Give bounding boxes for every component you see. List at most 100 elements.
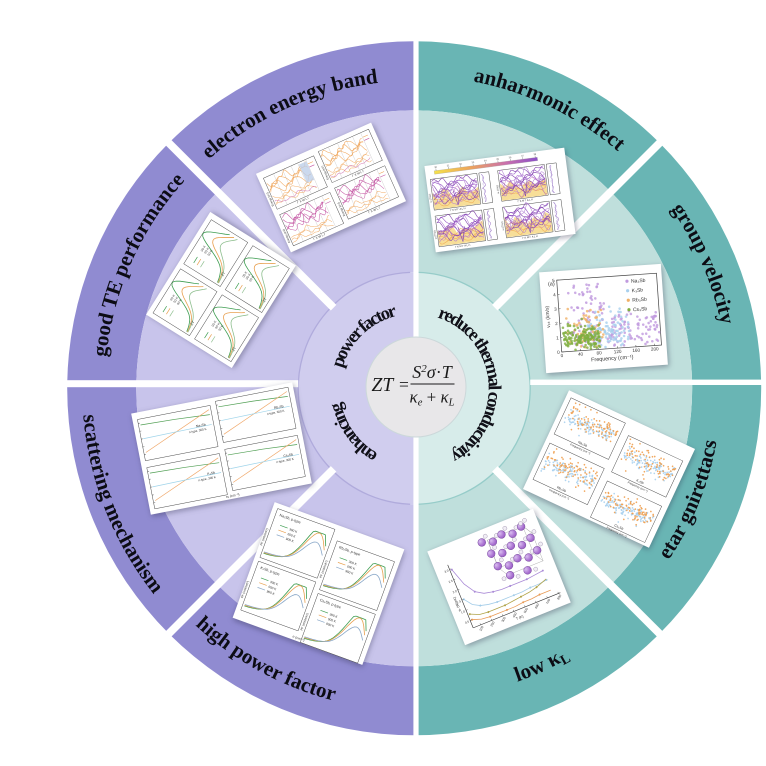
svg-text:33: 33	[471, 161, 475, 164]
svg-text:900 K: 900 K	[345, 569, 355, 576]
svg-text:400: 400	[512, 612, 518, 619]
svg-text:Cs₃Sb: Cs₃Sb	[614, 523, 625, 531]
svg-text:ω (THz): ω (THz)	[496, 184, 500, 193]
svg-text:Rb₃Sb: Rb₃Sb	[274, 404, 285, 410]
svg-text:Na₃Sb: Na₃Sb	[196, 423, 207, 429]
svg-text:Cs₃Sb, p-type: Cs₃Sb, p-type	[319, 598, 341, 609]
svg-text:200: 200	[651, 346, 659, 352]
svg-text:2: 2	[555, 321, 558, 326]
svg-text:Energy (eV): Energy (eV)	[320, 165, 330, 180]
svg-text:300: 300	[501, 616, 507, 623]
svg-text:(a): (a)	[548, 281, 555, 287]
svg-text:160: 160	[632, 348, 640, 354]
svg-text:Cs₃Sb: Cs₃Sb	[633, 306, 648, 313]
svg-text:600 K: 600 K	[346, 564, 356, 571]
svg-text:Γ K M Γ A L H: Γ K M Γ A L H	[518, 198, 534, 203]
svg-text:Cs₃Sb: Cs₃Sb	[283, 452, 293, 458]
svg-text:PF (mW/mK²): PF (mW/mK²)	[240, 580, 250, 599]
svg-text:PF (mW/mK²): PF (mW/mK²)	[300, 612, 310, 631]
svg-text:38: 38	[533, 153, 537, 156]
svg-text:2.0: 2.0	[452, 589, 458, 594]
svg-text:80: 80	[596, 350, 602, 355]
svg-text:00 K: 00 K	[245, 272, 252, 280]
svg-text:Na₃Sb: Na₃Sb	[631, 278, 646, 285]
svg-text:T (K): T (K)	[515, 614, 524, 621]
svg-text:600 K: 600 K	[268, 585, 278, 592]
svg-text:36: 36	[509, 156, 513, 159]
svg-text:ZT: ZT	[220, 270, 226, 277]
svg-text:00 K: 00 K	[207, 248, 214, 256]
svg-text:=: =	[399, 375, 409, 395]
svg-text:Rb₃Sb: Rb₃Sb	[632, 297, 647, 304]
svg-text:Γ X W L Γ: Γ X W L Γ	[351, 169, 365, 178]
svg-text:n (cm⁻³): n (cm⁻³)	[292, 634, 305, 642]
svg-text:00 K: 00 K	[211, 319, 218, 327]
svg-text:30: 30	[434, 166, 438, 169]
svg-text:ZT: ZT	[190, 320, 196, 327]
svg-text:PF (mW/mK²): PF (mW/mK²)	[319, 560, 329, 579]
svg-text:ZT: ZT	[262, 296, 268, 303]
svg-text:vₚₖ (km/s): vₚₖ (km/s)	[544, 305, 552, 328]
svg-text:0: 0	[561, 353, 564, 358]
svg-text:ZT: ZT	[231, 346, 237, 353]
svg-text:37: 37	[521, 154, 525, 157]
svg-text:00 K: 00 K	[200, 244, 207, 252]
svg-text:120: 120	[614, 349, 622, 355]
svg-text:Frequency (cm⁻¹): Frequency (cm⁻¹)	[591, 354, 634, 363]
svg-text:K₃Sb: K₃Sb	[636, 478, 645, 485]
svg-text:00 K: 00 K	[203, 246, 210, 254]
svg-text:0.5: 0.5	[464, 620, 470, 625]
svg-text:κₖ (W/mK): κₖ (W/mK)	[452, 596, 462, 612]
svg-text:n-type, 300 K: n-type, 300 K	[276, 457, 294, 464]
svg-text:00 K: 00 K	[176, 297, 183, 305]
svg-text:31: 31	[447, 164, 451, 167]
svg-text:300 K: 300 K	[348, 560, 358, 567]
svg-text:00 K: 00 K	[248, 274, 255, 282]
svg-text:35: 35	[496, 158, 500, 161]
svg-text:K₃Sb, p-type: K₃Sb, p-type	[260, 566, 280, 577]
svg-text:100: 100	[478, 625, 484, 632]
svg-text:700: 700	[545, 598, 551, 605]
svg-text:ω (THz): ω (THz)	[501, 221, 505, 230]
svg-text:n-type, 300 K: n-type, 300 K	[189, 427, 207, 434]
svg-text:1.0: 1.0	[460, 609, 466, 614]
svg-text:Γ X W L Γ: Γ X W L Γ	[296, 195, 310, 204]
svg-text:Γ X W L Γ: Γ X W L Γ	[368, 205, 382, 214]
svg-text:n-type, 300 K: n-type, 300 K	[267, 409, 285, 416]
svg-text:300 K: 300 K	[289, 527, 299, 534]
svg-text:800: 800	[556, 594, 562, 601]
svg-text:Γ X W L Γ: Γ X W L Γ	[313, 232, 327, 241]
svg-text:Energy (eV): Energy (eV)	[336, 202, 346, 217]
svg-text:5: 5	[552, 278, 555, 283]
svg-text:00 K: 00 K	[173, 295, 180, 303]
svg-text:900 K: 900 K	[285, 537, 295, 544]
svg-text:S2σ·T: S2σ·T	[412, 362, 453, 382]
svg-text:200: 200	[490, 621, 496, 628]
svg-text:1.5: 1.5	[456, 599, 462, 604]
svg-text:Γ K M Γ A L H: Γ K M Γ A L H	[522, 235, 538, 240]
svg-text:600 K: 600 K	[287, 532, 297, 539]
svg-text:34: 34	[484, 159, 488, 162]
svg-text:Γ K M Γ A L H: Γ K M Γ A L H	[455, 244, 471, 249]
svg-text:300 K: 300 K	[329, 612, 339, 619]
svg-text:900 K: 900 K	[326, 622, 336, 629]
svg-text:Rb₃Sb, p-type: Rb₃Sb, p-type	[338, 545, 360, 556]
svg-text:K₃Sb: K₃Sb	[631, 287, 643, 294]
svg-text:3: 3	[554, 307, 557, 312]
svg-text:3.0: 3.0	[444, 569, 450, 574]
svg-text:00 K: 00 K	[217, 323, 224, 331]
svg-text:Na₃Sb, p-type: Na₃Sb, p-type	[279, 513, 301, 524]
svg-text:4: 4	[553, 292, 556, 297]
svg-text:n-type, 300 K: n-type, 300 K	[198, 475, 216, 482]
svg-text:ω (THz): ω (THz)	[429, 193, 433, 202]
svg-text:Rb₃Sb: Rb₃Sb	[556, 485, 567, 493]
svg-text:Na₃Sb: Na₃Sb	[577, 440, 588, 448]
svg-text:nₑ (cm⁻³): nₑ (cm⁻³)	[226, 492, 240, 499]
svg-text:Energy (eV): Energy (eV)	[265, 192, 275, 207]
svg-text:1: 1	[556, 335, 559, 340]
svg-text:0: 0	[557, 350, 560, 355]
svg-text:900 K: 900 K	[266, 589, 276, 596]
svg-text:600: 600	[534, 603, 540, 610]
svg-text:00 K: 00 K	[241, 270, 248, 278]
svg-text:ZT: ZT	[372, 375, 395, 396]
